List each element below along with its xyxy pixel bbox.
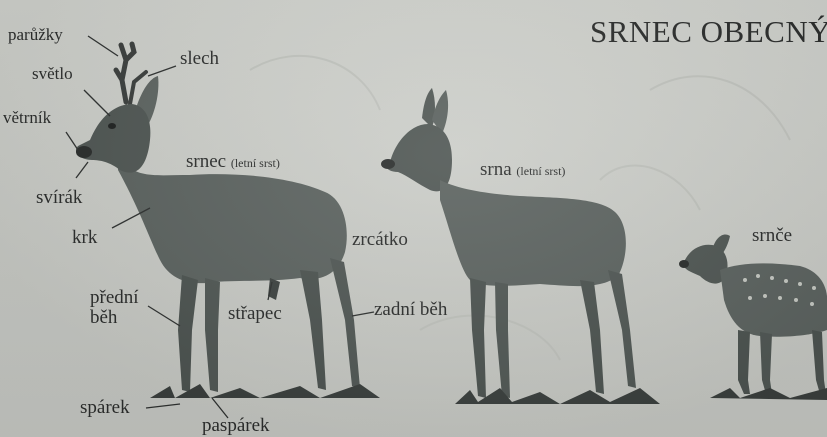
srnec-name: srnec: [186, 151, 226, 172]
label-predni-beh-line2: běh: [90, 308, 139, 328]
label-predni-beh-line1: přední: [90, 288, 139, 308]
label-strapec: střapec: [228, 304, 282, 324]
fawn-figure: [679, 235, 827, 400]
label-vetrnik: větrník: [3, 108, 51, 128]
label-predni-beh: přední běh: [90, 288, 139, 328]
label-srnce: srnče: [752, 226, 792, 246]
buck-figure: [76, 44, 380, 398]
label-paruzky: parůžky: [8, 25, 63, 45]
label-slech: slech: [180, 49, 219, 69]
label-svetlo: světlo: [32, 64, 73, 84]
page-title: SRNEC OBECNÝ: [590, 14, 827, 50]
label-pasparek: paspárek: [202, 416, 270, 436]
label-zrcatko: zrcátko: [352, 230, 408, 250]
doe-figure: [381, 88, 660, 404]
label-srnec: srnec (letní srst): [186, 152, 280, 173]
label-srna: srna (letní srst): [480, 160, 565, 181]
label-svirak: svírák: [36, 188, 82, 208]
label-sparek: spárek: [80, 398, 130, 418]
srna-name: srna: [480, 159, 512, 180]
srna-note: (letní srst): [516, 164, 565, 178]
label-zadni-beh: zadní běh: [374, 300, 447, 320]
srnec-note: (letní srst): [231, 156, 280, 170]
label-krk: krk: [72, 228, 97, 248]
